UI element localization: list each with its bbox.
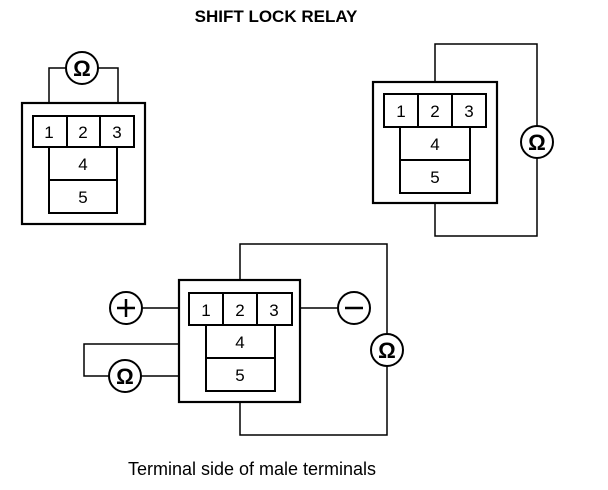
battery-negative-icon	[337, 291, 371, 325]
ohmmeter-icon: Ω	[520, 125, 554, 159]
terminal-3-label: 3	[112, 123, 121, 142]
svg-text:Ω: Ω	[116, 364, 134, 389]
ohmmeter-icon: Ω	[370, 333, 404, 367]
terminal-5-label: 5	[430, 168, 439, 187]
terminal-4-box	[48, 146, 118, 181]
terminal-2-label: 2	[235, 301, 244, 320]
ohmmeter-icon: Ω	[65, 51, 99, 85]
wire-t3-to-meter	[98, 67, 119, 118]
svg-text:Ω: Ω	[73, 56, 91, 81]
wire-t2-to-meter	[239, 243, 388, 334]
connector-diagram-bottom: 1 2 3 4 5 Ω Ω	[83, 243, 404, 436]
wire-t1-to-meter	[48, 67, 66, 118]
terminal-5-label: 5	[78, 188, 87, 207]
wire-t5-to-meter	[239, 366, 388, 436]
terminal-1-label: 1	[396, 102, 405, 121]
ohmmeter-icon: Ω	[108, 359, 142, 393]
terminal-1-label: 1	[44, 123, 53, 142]
terminal-5-box	[205, 357, 276, 392]
battery-positive-icon	[109, 291, 143, 325]
wire-t2-to-meter	[434, 43, 538, 126]
wire-t5-to-meter	[434, 158, 538, 237]
terminal-3-label: 3	[269, 301, 278, 320]
terminal-3-label: 3	[464, 102, 473, 121]
svg-text:Ω: Ω	[378, 338, 396, 363]
wire-t4-to-meter	[83, 343, 206, 377]
terminal-5-label: 5	[235, 366, 244, 385]
terminal-2-label: 2	[78, 123, 87, 142]
svg-text:Ω: Ω	[528, 130, 546, 155]
terminal-4-label: 4	[235, 333, 244, 352]
terminal-5-box	[48, 179, 118, 214]
diagram-caption: Terminal side of male terminals	[128, 459, 376, 479]
terminal-4-label: 4	[430, 135, 439, 154]
connector-diagram-top-left: 1 2 3 4 5 Ω	[20, 51, 147, 226]
terminal-5-box	[399, 159, 471, 194]
connector-diagram-top-right: 1 2 3 4 5 Ω	[371, 43, 554, 237]
diagram-title: SHIFT LOCK RELAY	[195, 7, 358, 26]
terminal-row-top	[32, 115, 135, 148]
terminal-4-label: 4	[78, 155, 87, 174]
terminal-1-label: 1	[201, 301, 210, 320]
terminal-2-label: 2	[430, 102, 439, 121]
terminal-4-box	[399, 126, 471, 161]
terminal-4-box	[205, 324, 276, 359]
